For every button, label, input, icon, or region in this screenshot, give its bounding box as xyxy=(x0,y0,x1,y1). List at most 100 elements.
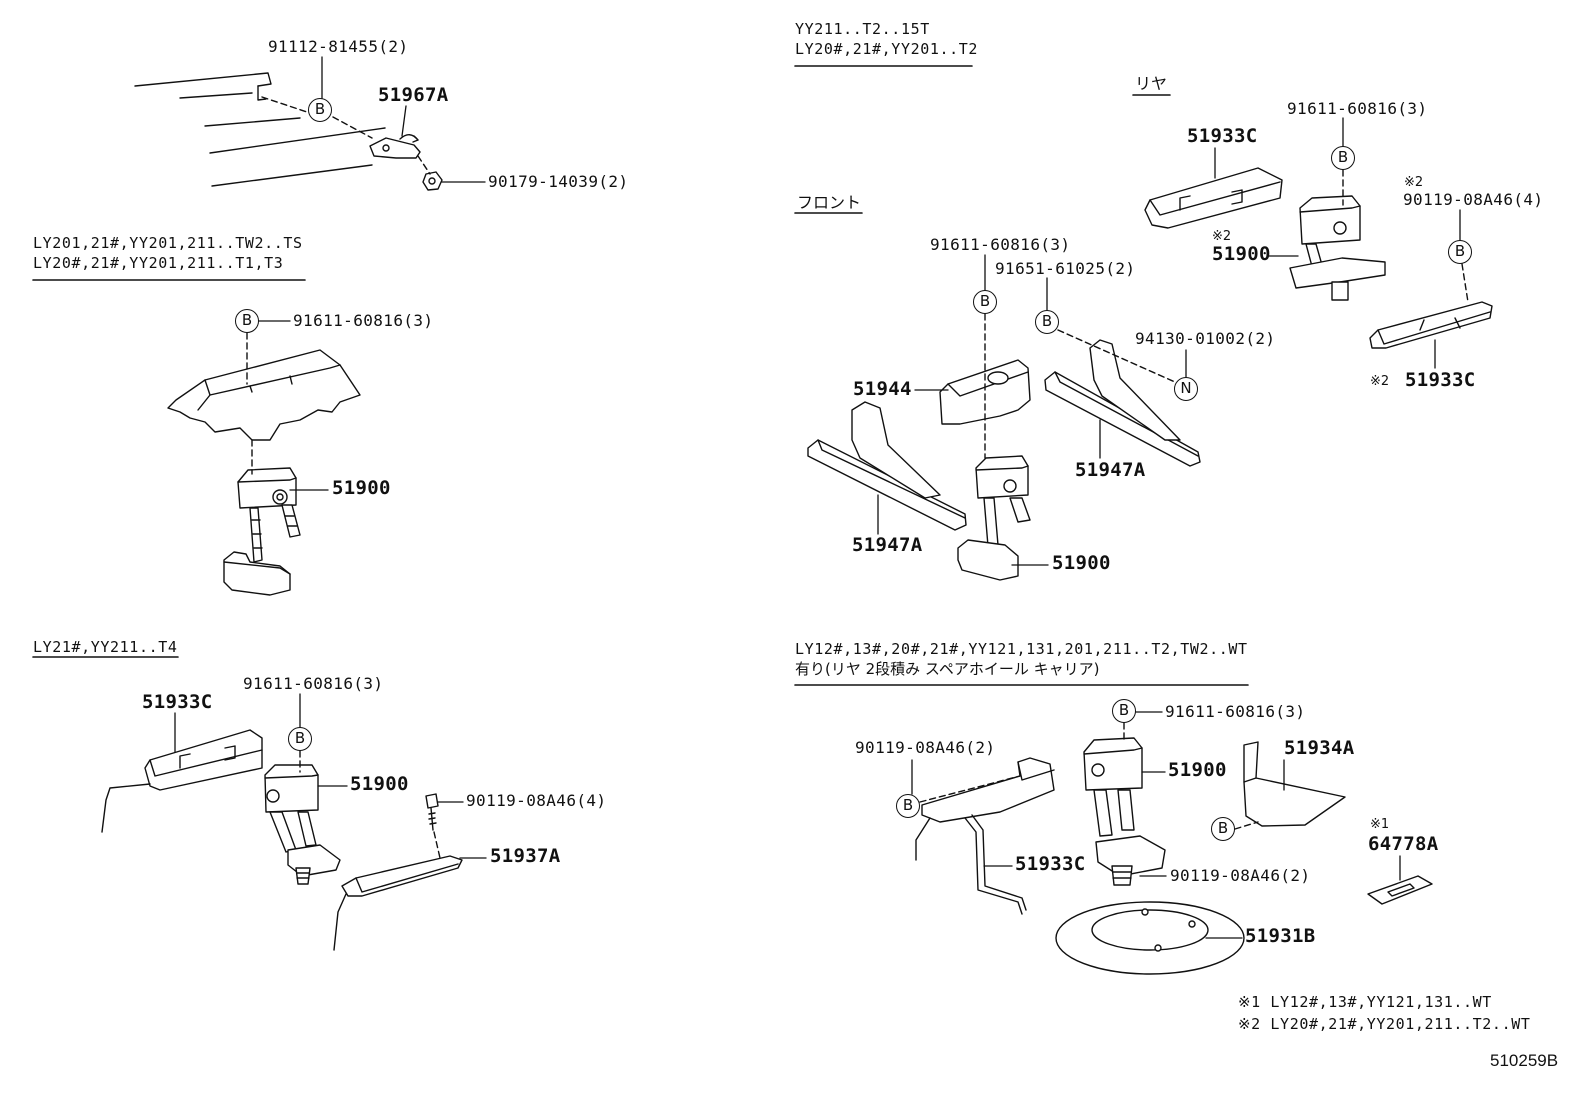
plate-51937A-drawing xyxy=(333,855,463,951)
front-side-rail-51947A-drawing xyxy=(807,401,967,531)
bracket-51934A-drawing-shape xyxy=(1243,741,1259,783)
fastener-marker-circle: B xyxy=(1331,146,1355,170)
carrier-bracket-51900-drawing-shape xyxy=(249,507,263,563)
rear-rail-51933C-alt-drawing-shape xyxy=(1377,311,1491,345)
top-left-leaders-shape xyxy=(332,116,373,139)
part-code-callout: 51947A xyxy=(852,534,923,556)
rear-rail-51933C-alt-drawing xyxy=(1369,301,1493,349)
front-carrier-bracket-51900-drawing-shape xyxy=(983,497,999,547)
part-number-callout: 91611-60816(3) xyxy=(930,235,1071,254)
front-carrier-bracket-51900-drawing-shape xyxy=(975,455,1029,499)
front-side-rail-51947A-drawing-shape xyxy=(851,401,941,499)
pad-64778A-drawing xyxy=(1367,875,1433,905)
carrier-bracket-51900-drawing-shape xyxy=(296,872,310,879)
fastener-marker-circle: B xyxy=(896,794,920,818)
carrier-bracket-51900-drawing-shape xyxy=(1093,789,1113,837)
carrier-bracket-51900-drawing-shape xyxy=(266,789,280,803)
footnote: ※1 LY12#,13#,YY121,131..WT xyxy=(1238,993,1492,1011)
carrier-bracket-51900-drawing xyxy=(223,467,301,596)
fastener-marker-circle: B xyxy=(235,309,259,333)
part-code-callout: 51933C xyxy=(1015,853,1086,875)
rear-side-rail-51947A-drawing xyxy=(1044,339,1201,467)
rear-rail-51933C-alt-drawing-shape xyxy=(1369,301,1493,349)
floor-plate-drawing-shape xyxy=(204,364,341,396)
part-code-callout: 51934A xyxy=(1284,737,1355,759)
frame-crossmember-drawing xyxy=(134,72,386,187)
carrier-bracket-51900-drawing-shape xyxy=(276,493,284,501)
carrier-bracket-51900-drawing-shape xyxy=(1083,737,1143,791)
footnote: ※2 LY20#,21#,YY201,211..T2..WT xyxy=(1238,1015,1531,1033)
front-carrier-bracket-51900-drawing-shape xyxy=(1003,479,1017,493)
bracket-rail-51933C-drawing-shape xyxy=(1017,761,1055,781)
carrier-bracket-51900-drawing-shape xyxy=(264,764,319,813)
bracket-rail-51933C-drawing-shape xyxy=(964,817,1023,915)
bracket-rail-51933C-drawing-shape xyxy=(921,757,1055,823)
left-bottom-leaders xyxy=(174,693,487,859)
part-code-callout: 51900 xyxy=(1052,552,1111,574)
tire-tray-51931B-drawing-shape xyxy=(1188,920,1196,928)
front-carrier-bracket-51900-drawing-shape xyxy=(957,539,1019,581)
fastener-marker-circle: B xyxy=(1112,699,1136,723)
left-bottom-leaders-shape xyxy=(433,831,441,859)
tire-tray-51931B-drawing-shape xyxy=(1091,909,1209,951)
bolt-90119-drawing-shape xyxy=(428,812,437,825)
bracket-rail-51933C-drawing-shape xyxy=(971,814,1027,911)
part-code-callout: 51900 xyxy=(1212,243,1271,265)
nut-marker-circle: N xyxy=(1174,377,1198,401)
rear-rail-51933C-drawing-shape xyxy=(1144,167,1283,229)
left-middle-leaders xyxy=(246,320,329,491)
hook-51967A-drawing-shape xyxy=(382,144,390,152)
part-code-callout: 51900 xyxy=(332,477,391,499)
part-number-callout: 91651-61025(2) xyxy=(995,259,1136,278)
carrier-bracket-51900-drawing-shape xyxy=(269,811,297,853)
bracket-51934A-drawing xyxy=(1243,741,1346,827)
carrier-bracket-51900-drawing-shape xyxy=(223,561,291,575)
rear-carrier-bracket-51900-drawing xyxy=(1289,195,1386,301)
right-top-leaders-shape xyxy=(1057,329,1176,383)
part-number-callout: 91611-60816(3) xyxy=(243,674,384,693)
front-carrier-bracket-51900-drawing xyxy=(957,455,1031,581)
hook-51967A-drawing-shape xyxy=(412,135,419,143)
carrier-bracket-51900-drawing-shape xyxy=(1091,763,1105,777)
floor-plate-drawing xyxy=(167,349,361,441)
fastener-marker-circle: B xyxy=(973,290,997,314)
part-number-callout: 90119-08A46(2) xyxy=(855,738,996,757)
rear-side-rail-51947A-drawing-shape xyxy=(1089,339,1181,441)
pad-64778A-drawing-shape xyxy=(1367,875,1433,905)
plate-51937A-drawing-shape xyxy=(333,893,347,951)
part-number-callout: 90119-08A46(2) xyxy=(1170,866,1311,885)
tire-tray-51931B-drawing xyxy=(1055,901,1245,975)
rear-rail-51933C-drawing-shape xyxy=(1179,189,1243,211)
rail-51933C-drawing xyxy=(101,729,263,833)
carrier-bracket-51900-drawing-shape xyxy=(1112,871,1132,879)
part-number-callout: 91611-60816(3) xyxy=(293,311,434,330)
right-bottom-leaders xyxy=(911,711,1401,939)
hook-51967A-drawing xyxy=(369,134,421,159)
frame-crossmember-drawing-shape xyxy=(257,85,267,101)
nut-90179-drawing xyxy=(422,171,443,191)
carrier-bracket-51900-drawing-shape xyxy=(295,867,311,885)
bracket-rail-51933C-drawing xyxy=(915,757,1055,915)
rear-carrier-bracket-51900-drawing-shape xyxy=(1289,257,1386,289)
rail-51933C-drawing-shape xyxy=(144,729,263,791)
carrier-bracket-51900-drawing xyxy=(1083,737,1166,886)
carrier-bracket-51900-drawing-shape xyxy=(237,467,297,509)
section-header-line: LY20#,21#,YY201..T2 xyxy=(795,40,978,58)
rear-rail-51933C-drawing-shape xyxy=(1149,181,1281,216)
carrier-bracket-51900-drawing-shape xyxy=(237,477,297,483)
fastener-marker-circle: B xyxy=(288,727,312,751)
section-header-line: LY201,21#,YY201,211..TW2..TS xyxy=(33,234,303,252)
nut-90179-drawing-shape xyxy=(428,177,436,185)
plate-51937A-drawing-shape xyxy=(355,863,459,893)
pad-64778A-drawing-shape xyxy=(1387,883,1415,897)
floor-plate-drawing-shape xyxy=(249,385,253,393)
part-code-callout: 51931B xyxy=(1245,925,1316,947)
rear-rail-51933C-drawing xyxy=(1144,167,1283,229)
part-number-callout: 91611-60816(3) xyxy=(1287,99,1428,118)
bracket-rail-51933C-drawing-shape xyxy=(915,817,931,861)
right-bottom-leaders-shape xyxy=(1234,821,1259,830)
part-code-callout: 51947A xyxy=(1075,459,1146,481)
part-code-callout: 51967A xyxy=(378,84,449,106)
front-carrier-bracket-51900-drawing-shape xyxy=(1009,497,1031,523)
